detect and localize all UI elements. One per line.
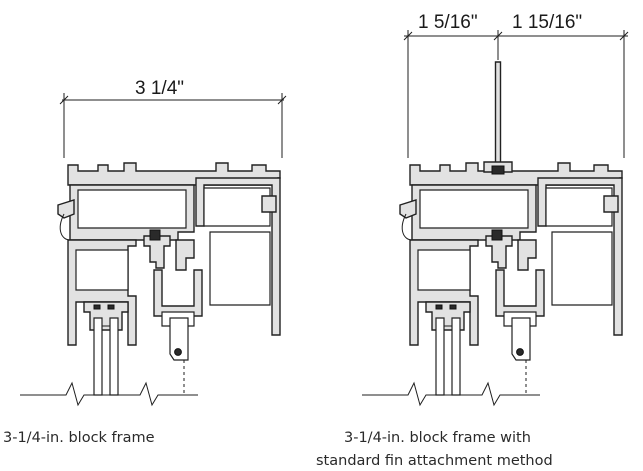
right-dimension-lines: [403, 30, 629, 158]
right-frame-section: [362, 61, 623, 407]
left-dimension-label: 3 1/4": [135, 78, 184, 99]
right-dimension-label-right: 1 15/16": [512, 12, 582, 33]
right-dimension-label-left: 1 5/16": [418, 12, 478, 33]
left-frame-section: [20, 162, 281, 407]
right-caption-line1: 3-1/4-in. block frame with: [344, 430, 531, 446]
right-caption-line2: standard fin attachment method: [316, 453, 553, 469]
left-dimension-line: [59, 93, 287, 158]
left-caption: 3-1/4-in. block frame: [3, 430, 155, 446]
